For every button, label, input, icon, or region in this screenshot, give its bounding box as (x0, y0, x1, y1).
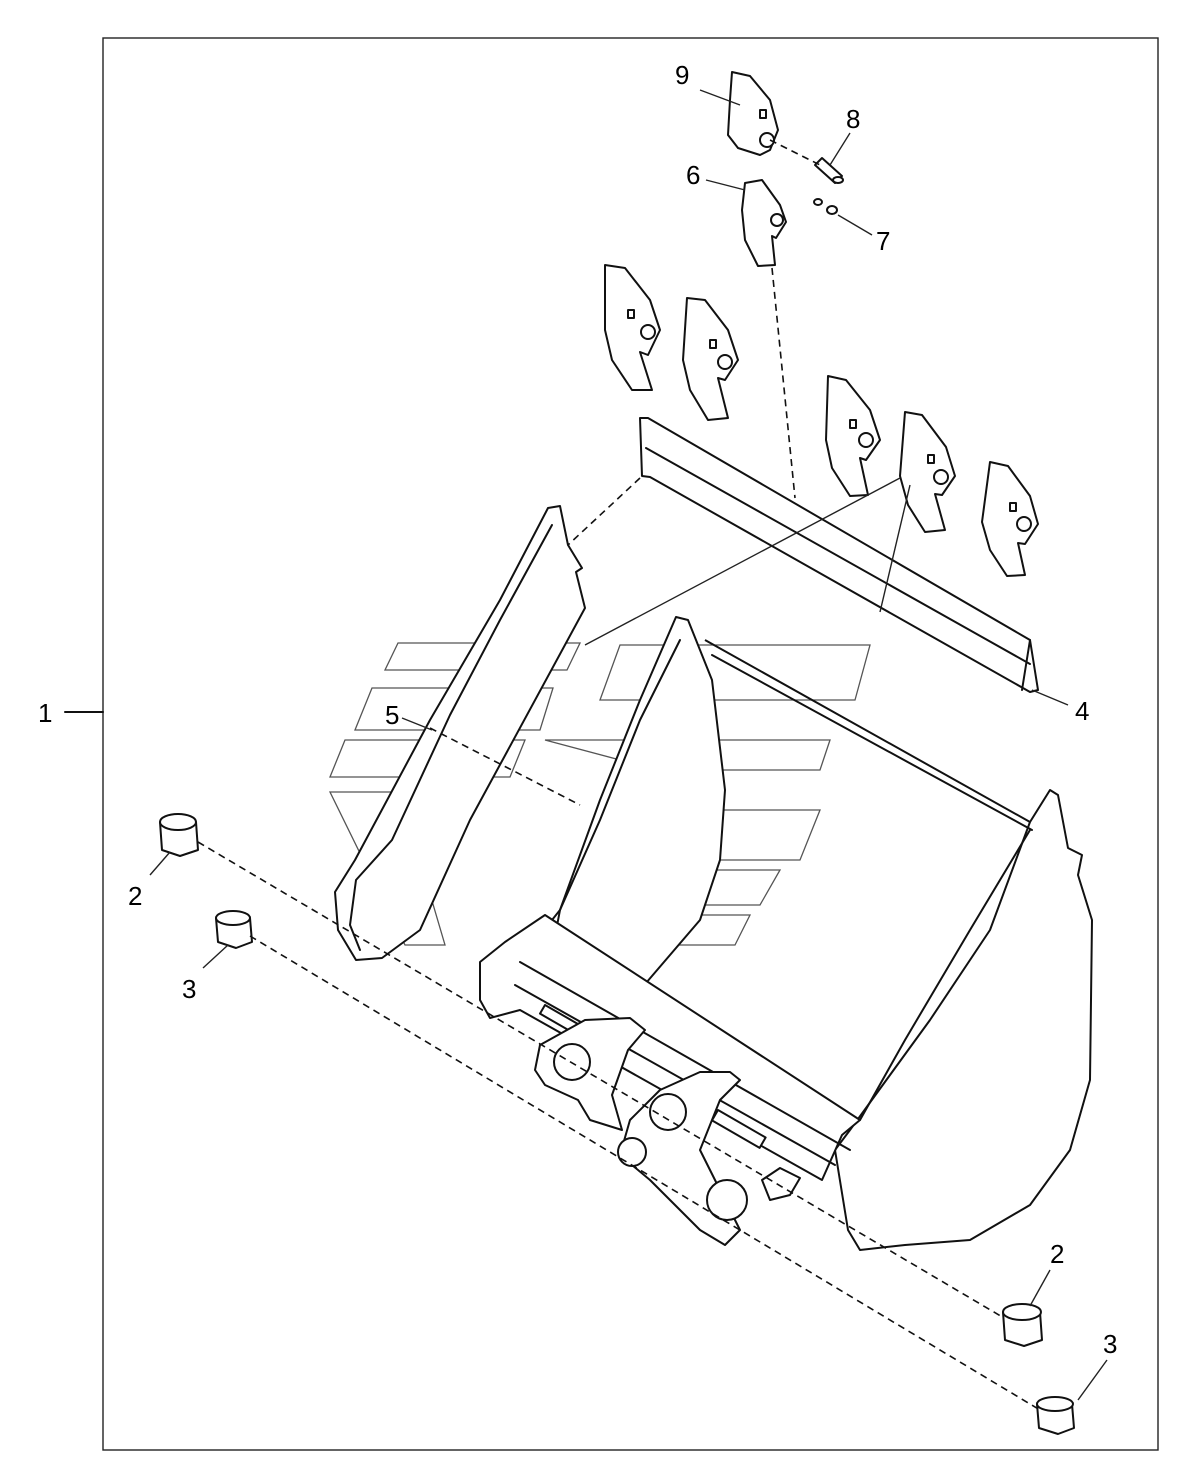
tooth-adapter (741, 179, 787, 267)
retaining-pin (814, 157, 844, 184)
mounting-lug-left (534, 1017, 646, 1131)
bushing-2-right (1002, 1303, 1043, 1347)
callout-4: 4 (1075, 696, 1089, 726)
callout-2-right: 2 (1050, 1239, 1064, 1269)
bushing-3-right (1036, 1396, 1075, 1435)
mounting-lug-right (617, 1071, 801, 1246)
callout-7: 7 (876, 226, 890, 256)
bucket-tooth (682, 297, 739, 421)
callout-leaders (149, 89, 1108, 1401)
callout-9: 9 (675, 60, 689, 90)
left-side-plate (334, 505, 586, 961)
callout-3-right: 3 (1103, 1329, 1117, 1359)
callout-8: 8 (846, 104, 860, 134)
callout-6: 6 (686, 160, 700, 190)
drawing-frame (102, 37, 1159, 1451)
callout-3-left: 3 (182, 974, 196, 1004)
teeth-row (604, 264, 1039, 577)
bushing-2-left (159, 813, 199, 857)
bucket-tooth (825, 375, 881, 497)
lock-washer (813, 198, 838, 215)
bucket-shell (704, 639, 1093, 1251)
callout-5: 5 (385, 700, 399, 730)
callout-1: 1 (38, 698, 52, 728)
tooth-tip (727, 71, 779, 156)
bucket-tooth (604, 264, 661, 391)
bushing-3-left (215, 910, 253, 949)
bucket-tooth (981, 461, 1039, 577)
callout-2-left: 2 (128, 881, 142, 911)
bucket-tooth (899, 411, 956, 533)
assembly-lines (197, 139, 1041, 1411)
